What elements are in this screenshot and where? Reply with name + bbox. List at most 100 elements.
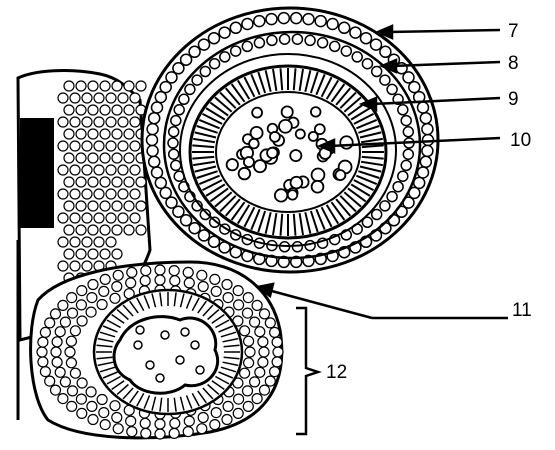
cell <box>305 241 315 251</box>
cell <box>197 270 207 280</box>
label-10: 10 <box>510 130 531 151</box>
cell <box>136 177 146 187</box>
cell <box>94 189 104 199</box>
cell <box>315 16 326 27</box>
cell <box>86 387 96 397</box>
cell <box>82 261 92 271</box>
cell <box>124 81 134 91</box>
cell <box>94 93 104 103</box>
cell <box>106 189 116 199</box>
cell <box>252 108 262 118</box>
cell <box>149 156 160 167</box>
upper-pollen-sac <box>142 8 438 272</box>
cell <box>99 408 109 418</box>
cell <box>171 160 181 170</box>
cell <box>82 213 92 223</box>
cell <box>418 167 429 178</box>
cell <box>233 286 243 296</box>
cell <box>422 124 433 135</box>
cell <box>169 149 179 159</box>
cell <box>64 105 74 115</box>
cell <box>76 81 86 91</box>
cell <box>198 282 208 292</box>
cell <box>372 67 382 77</box>
cell <box>64 249 74 259</box>
cell <box>100 249 110 259</box>
cell <box>243 401 253 411</box>
cell <box>100 225 110 235</box>
cell <box>398 171 408 181</box>
cell <box>94 165 104 175</box>
cell <box>197 424 207 434</box>
bracket-12 <box>296 308 318 434</box>
cell <box>58 261 68 271</box>
cell <box>38 337 48 347</box>
cell <box>288 190 298 200</box>
cell <box>340 136 352 148</box>
lower-locule-mass <box>114 317 218 394</box>
cell <box>170 418 180 428</box>
cell <box>233 408 243 418</box>
cell <box>100 105 110 115</box>
cell <box>97 300 107 310</box>
cell <box>130 141 140 151</box>
cell <box>100 153 110 163</box>
cell <box>192 75 202 85</box>
cell <box>147 145 158 156</box>
cell <box>88 129 98 139</box>
cell <box>242 19 253 30</box>
cell <box>327 19 338 30</box>
cell <box>82 237 92 247</box>
cell <box>82 189 92 199</box>
cell <box>266 14 277 25</box>
cell <box>183 267 193 277</box>
cell <box>265 376 275 386</box>
cell <box>70 189 80 199</box>
cell <box>147 135 158 146</box>
cell <box>152 167 163 178</box>
cell <box>38 357 48 367</box>
cell <box>127 427 137 437</box>
cell <box>146 361 154 369</box>
cell <box>112 225 122 235</box>
cell <box>118 141 128 151</box>
cell <box>100 274 110 284</box>
cell <box>209 33 220 44</box>
cell <box>387 192 397 202</box>
cell <box>77 378 87 388</box>
cell <box>305 35 315 45</box>
cell <box>403 127 413 137</box>
cell <box>267 35 277 45</box>
cell <box>112 153 122 163</box>
cell <box>141 266 151 276</box>
cell <box>291 13 302 24</box>
cell <box>100 129 110 139</box>
cell <box>244 157 254 167</box>
cell <box>230 22 241 33</box>
cell <box>68 308 78 318</box>
cell <box>87 293 97 303</box>
cell <box>169 127 179 137</box>
cell <box>223 293 233 303</box>
cell <box>106 237 116 247</box>
cell <box>147 124 158 135</box>
cell <box>86 307 96 317</box>
cell <box>318 38 328 48</box>
cell <box>45 318 55 328</box>
cell <box>296 129 305 138</box>
cell <box>76 249 86 259</box>
cell <box>240 326 250 336</box>
cell <box>220 52 230 62</box>
cell <box>244 336 254 346</box>
cell <box>265 318 275 328</box>
cell <box>168 138 178 148</box>
cell <box>70 368 80 378</box>
cell <box>219 27 230 38</box>
cell <box>255 367 265 377</box>
cell <box>82 117 92 127</box>
cell <box>76 201 86 211</box>
cell <box>189 46 200 57</box>
cell <box>76 300 86 310</box>
cell <box>140 418 150 428</box>
cell <box>130 93 140 103</box>
